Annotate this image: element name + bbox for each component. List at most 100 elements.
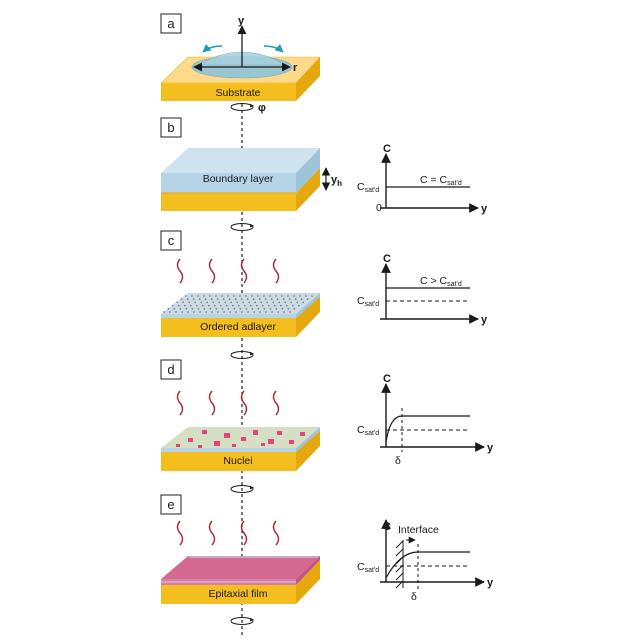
adlayer-dot xyxy=(273,304,276,307)
adlayer-dot xyxy=(264,298,267,301)
adlayer-dot xyxy=(265,311,267,313)
adlayer-dot xyxy=(219,304,222,307)
adlayer-dot xyxy=(289,311,291,313)
spread-arrow-left-icon xyxy=(202,43,223,53)
zero-label: 0 xyxy=(376,202,382,214)
adlayer-dot xyxy=(180,298,183,301)
sat-label: Csat'd xyxy=(357,295,379,308)
adlayer-dot xyxy=(200,301,203,304)
adlayer-dot xyxy=(201,304,204,307)
adlayer-dot xyxy=(187,311,189,313)
adlayer-dot xyxy=(261,304,264,307)
adlayer-dot xyxy=(246,298,249,301)
adlayer-dot xyxy=(245,307,248,310)
rotation-icon xyxy=(230,103,254,111)
adlayer-dot xyxy=(299,295,301,297)
adlayer-dot xyxy=(224,301,227,304)
sat-label: Csat'd xyxy=(357,424,379,437)
adlayer-dot xyxy=(242,301,245,304)
adlayer-dot xyxy=(288,298,291,301)
thickness-label: yh xyxy=(331,174,342,188)
adlayer-dot xyxy=(183,304,186,307)
adlayer-dot xyxy=(279,304,282,307)
adlayer-dot xyxy=(223,311,225,313)
adlayer-dot xyxy=(291,304,294,307)
adlayer-dot xyxy=(191,307,194,310)
adlayer-dot xyxy=(249,304,252,307)
rotation-icon xyxy=(230,351,254,359)
adlayer-dot xyxy=(269,307,272,310)
adlayer-dot xyxy=(257,295,259,297)
sat-label: Csat'd xyxy=(357,181,379,194)
adlayer-dot xyxy=(225,304,228,307)
adlayer-dot xyxy=(239,295,241,297)
concentration-curve xyxy=(385,551,470,579)
adlayer-dot xyxy=(209,307,212,310)
adlayer-dot xyxy=(285,304,288,307)
adlayer-dot xyxy=(306,298,309,301)
adlayer-dot xyxy=(227,307,230,310)
rotation-arrowhead-icon xyxy=(250,104,254,108)
interface-label: Interface xyxy=(398,524,439,536)
adlayer-dot xyxy=(276,298,279,301)
adlayer-dot xyxy=(258,298,261,301)
concentration-plot: C y Csat'd 0 C = Csat'd xyxy=(357,143,488,215)
substrate-block xyxy=(161,560,320,604)
adlayer-dot xyxy=(260,301,263,304)
sat-label: Csat'd xyxy=(357,561,379,574)
adlayer-dot xyxy=(176,301,179,304)
spread-arrow-right-icon xyxy=(263,43,284,53)
epitaxial-film-block xyxy=(161,556,320,585)
c-axis-label: C xyxy=(383,253,391,265)
adlayer-dots xyxy=(163,295,313,313)
rotation-arrowhead-icon xyxy=(250,224,254,228)
adlayer-dot xyxy=(213,304,216,307)
adlayer-dot xyxy=(185,307,188,310)
adlayer-dot xyxy=(231,304,234,307)
panel-letter: b xyxy=(167,120,174,135)
panel-b: b Boundary layer yh C y Csat'd 0 C = Csa… xyxy=(160,117,488,231)
adlayer-dot xyxy=(167,307,170,310)
flux-waves xyxy=(176,258,280,284)
adlayer-dot xyxy=(197,295,199,297)
rotation-arrowhead-icon xyxy=(250,352,254,356)
adlayer-dot xyxy=(305,295,307,297)
panel-d: d Nuclei xyxy=(160,359,494,493)
substrate-block xyxy=(161,427,320,471)
adlayer-dot xyxy=(197,307,200,310)
adlayer-dot xyxy=(241,311,243,313)
adlayer-dot xyxy=(284,301,287,304)
adlayer-dot xyxy=(188,301,191,304)
adlayer-dot xyxy=(217,311,219,313)
delta-label: δ xyxy=(411,591,417,603)
adlayer-dot xyxy=(215,307,218,310)
panel-letter-box xyxy=(160,117,182,138)
rotation-arrowhead-icon xyxy=(250,486,254,490)
adlayer-dot xyxy=(186,298,189,301)
layer-label: Substrate xyxy=(216,87,261,99)
adlayer-dot xyxy=(203,295,205,297)
adlayer-dot xyxy=(251,307,254,310)
adlayer-dot xyxy=(283,311,285,313)
c-axis-label: C xyxy=(383,521,391,533)
y-axis-label: y xyxy=(481,203,488,215)
adlayer-dot xyxy=(269,295,271,297)
adlayer-dot xyxy=(253,311,255,313)
adlayer-dot xyxy=(311,295,313,297)
adlayer-dot xyxy=(272,301,275,304)
adlayer-dot xyxy=(257,307,260,310)
adlayer-dot xyxy=(209,295,211,297)
panel-letter: d xyxy=(167,362,174,377)
layer-label: Ordered adlayer xyxy=(200,321,276,333)
adlayer-dot xyxy=(297,304,300,307)
concentration-plot: C y Csat'd C > Csat'd xyxy=(357,253,488,326)
adlayer-dot xyxy=(211,311,213,313)
adlayer-dot xyxy=(205,311,207,313)
adlayer-dot xyxy=(275,295,277,297)
panel-e: e Epitaxial film xyxy=(160,494,494,625)
flux-waves xyxy=(176,390,280,416)
adlayer-block xyxy=(161,427,320,452)
adlayer-dot xyxy=(296,301,299,304)
adlayer-dot xyxy=(177,304,180,307)
rotation-arrowhead-icon xyxy=(250,618,254,622)
